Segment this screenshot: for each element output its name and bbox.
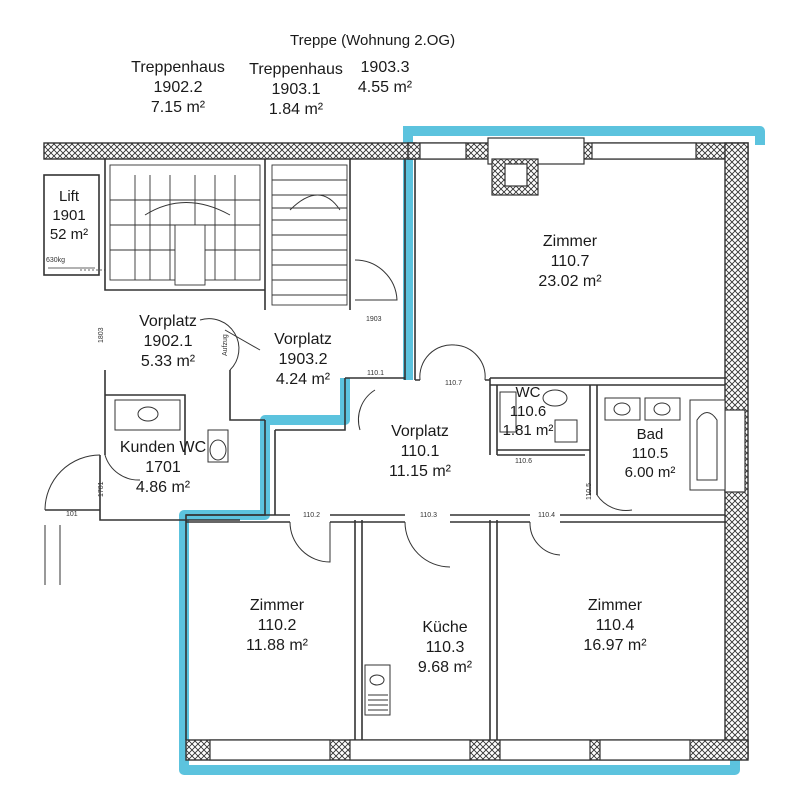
door-tag-1701: 1701 — [98, 481, 105, 497]
room-stair-1903-3: 1903.3 4.55 m² — [357, 59, 413, 96]
door-tag-110-4: 110.4 — [538, 512, 555, 519]
door-tag-1903: 1903 — [366, 316, 382, 323]
staircase-left — [109, 164, 261, 286]
door-tag-110-1: 110.1 — [367, 370, 384, 377]
room-vorplatz-1903-2: Vorplatz 1903.2 4.24 m² — [274, 331, 332, 388]
aufzug-tag: Aufzug — [222, 334, 229, 356]
interior-walls — [43, 159, 725, 740]
room-vorplatz-110-1: Vorplatz 110.1 11.15 m² — [389, 423, 451, 480]
sanitary-fixtures — [114, 389, 726, 716]
door-tag-110-3: 110.3 — [420, 512, 437, 519]
room-zimmer-110-4: Zimmer 110.4 16.97 m² — [583, 597, 647, 654]
door-swings — [44, 259, 633, 585]
chimney — [491, 158, 539, 196]
lift-cabin — [48, 267, 105, 271]
door-tag-110-6: 110.6 — [515, 458, 532, 465]
door-tag-110-7: 110.7 — [445, 380, 462, 387]
room-bad-110-5: Bad 110.5 6.00 m² — [624, 426, 676, 481]
door-tag-110-2: 110.2 — [303, 512, 320, 519]
lift-load-tag: 630kg — [46, 257, 66, 264]
room-lift-1901: Lift 1901 52 m² — [49, 188, 89, 243]
windows — [209, 137, 746, 761]
room-zimmer-110-2: Zimmer 110.2 11.88 m² — [246, 597, 308, 654]
room-kunden-wc-1701: Kunden WC 1701 4.86 m² — [119, 439, 207, 496]
room-vorplatz-1902-1: Vorplatz 1902.1 5.33 m² — [139, 313, 197, 370]
room-zimmer-110-7: Zimmer 110.7 23.02 m² — [538, 233, 602, 290]
door-tag-110-5: 110.5 — [586, 483, 593, 500]
room-wc-110-6: WC 110.6 1.81 m² — [502, 384, 554, 439]
room-kueche-110-3: Küche 110.3 9.68 m² — [417, 619, 473, 676]
staircase-right — [271, 164, 348, 306]
room-stair-1903-1: Treppenhaus 1903.1 1.84 m² — [249, 61, 343, 118]
room-stair-1902-2: Treppenhaus 1902.2 7.15 m² — [131, 59, 225, 116]
door-tag-1803: 1803 — [98, 327, 105, 343]
stair-wohnung-label: Treppe (Wohnung 2.OG) — [290, 32, 456, 49]
door-tag-101: 101 — [66, 511, 78, 518]
